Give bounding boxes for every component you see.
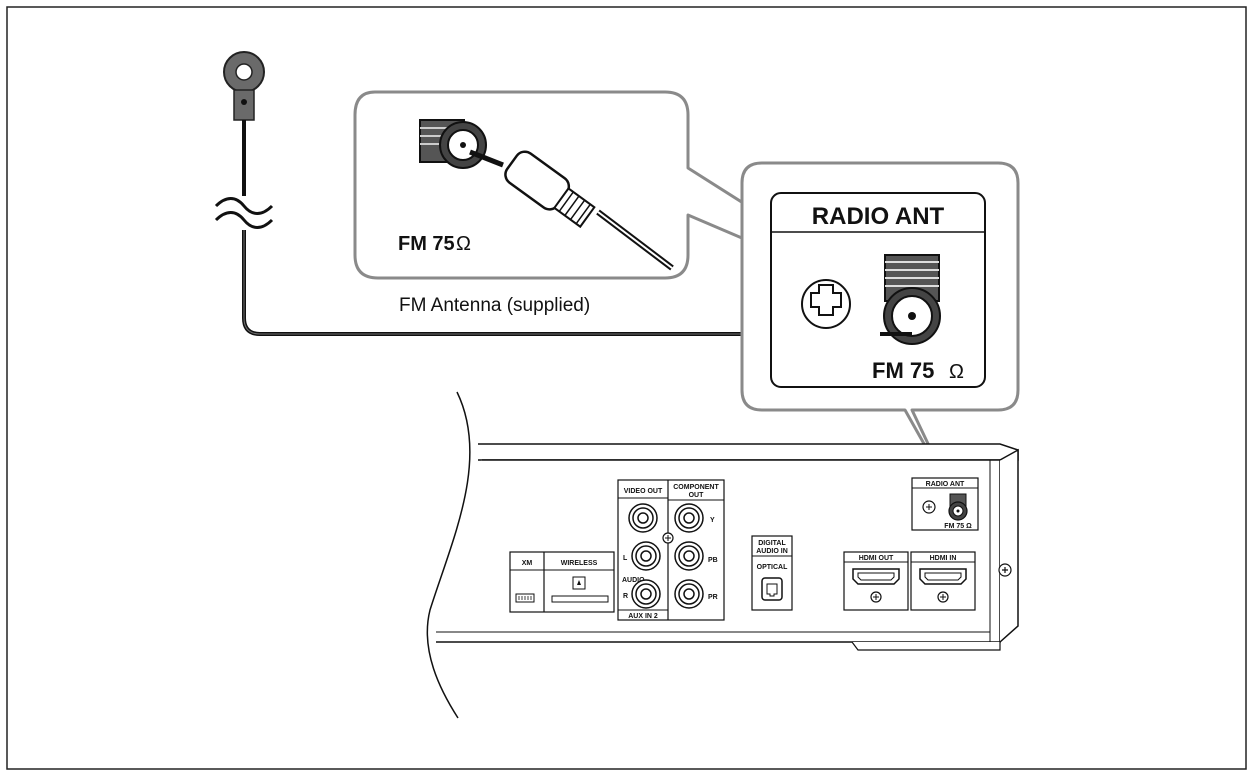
fm-antenna-wire: [214, 51, 920, 336]
small-callout-fm-label: FM 75: [398, 233, 455, 255]
y-label: Y: [710, 517, 715, 524]
large-callout-ohm: Ω: [949, 361, 964, 383]
optical-label: OPTICAL: [757, 564, 788, 571]
audio-r-label: R: [623, 593, 628, 600]
aux-in-2-label: AUX IN 2: [628, 613, 658, 620]
small-callout-ohm: Ω: [456, 233, 471, 255]
fm75-small-label: FM 75 Ω: [944, 523, 972, 530]
audio-l-label: L: [623, 555, 628, 562]
large-callout-header: RADIO ANT: [812, 203, 945, 230]
fm-connector-large: [883, 254, 941, 345]
large-callout-fm-label: FM 75: [872, 358, 934, 383]
large-callout: [740, 161, 1020, 492]
digital-label-1: DIGITAL: [758, 540, 786, 547]
radio-ant-small-label: RADIO ANT: [926, 481, 965, 488]
audio-label: AUDIO: [622, 577, 645, 584]
wireless-label: WIRELESS: [561, 560, 598, 567]
xm-label: XM: [522, 560, 533, 567]
small-callout-content: FM 75 Ω: [398, 119, 674, 271]
small-callout: [353, 90, 917, 314]
pr-label: PR: [708, 594, 718, 601]
antenna-caption: FM Antenna (supplied): [399, 295, 590, 316]
component-out-label-2: OUT: [689, 492, 705, 499]
video-out-label: VIDEO OUT: [624, 488, 663, 495]
hdmi-out-label: HDMI OUT: [859, 555, 894, 562]
hdmi-in-label: HDMI IN: [930, 555, 957, 562]
component-out-label-1: COMPONENT: [673, 484, 719, 491]
pb-label: PB: [708, 557, 718, 564]
digital-label-2: AUDIO IN: [756, 548, 788, 555]
rca-jacks: [628, 503, 704, 609]
device-rear-panel: XM WIRELESS VIDEO OUT COMPONENT OUT AUX …: [426, 391, 1019, 719]
